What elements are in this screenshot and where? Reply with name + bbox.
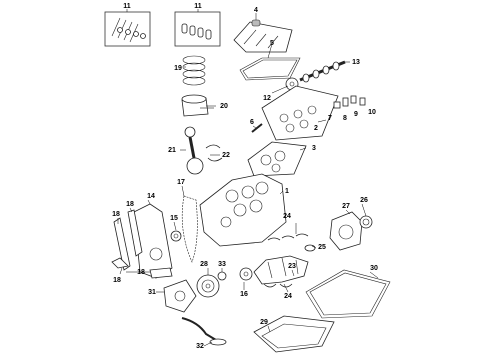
- thrust-washers: [304, 244, 316, 252]
- engine-block: [199, 173, 287, 247]
- callout-16: 16: [240, 291, 248, 298]
- callout-18d: 18: [137, 269, 145, 276]
- crankshaft: [253, 255, 309, 285]
- valve-kit-box-left: [104, 11, 151, 47]
- rod-bearings: [205, 144, 223, 162]
- callout-7: 7: [328, 115, 332, 122]
- valve-cover: [233, 19, 293, 53]
- callout-29: 29: [260, 319, 268, 326]
- callout-17: 17: [177, 179, 185, 186]
- head-gasket: [247, 141, 307, 177]
- callout-20: 20: [220, 103, 228, 110]
- callout-19: 19: [174, 65, 182, 72]
- main-bearings-lower: [263, 283, 293, 288]
- callout-15: 15: [170, 215, 178, 222]
- callout-23: 23: [288, 263, 296, 270]
- callout-24a: 24: [283, 213, 291, 220]
- cylinder-head: [261, 85, 339, 141]
- tensioner-arm: [149, 267, 173, 279]
- rear-seal-retainer: [329, 211, 363, 251]
- callout-8: 8: [343, 115, 347, 122]
- leader-lines: [117, 9, 379, 347]
- callout-18c: 18: [113, 277, 121, 284]
- rear-main-seal: [359, 215, 373, 229]
- callout-24b: 24: [284, 293, 292, 300]
- camshaft: [299, 60, 346, 83]
- callout-2: 2: [314, 125, 318, 132]
- oil-pump: [163, 279, 197, 313]
- callout-4: 4: [254, 7, 258, 14]
- valve-cover-gasket: [239, 57, 301, 81]
- piston-rings: [182, 55, 206, 86]
- connecting-rod: [184, 126, 204, 175]
- callout-32: 32: [196, 343, 204, 350]
- callout-1: 1: [285, 188, 289, 195]
- front-seal: [170, 230, 182, 242]
- callout-28: 28: [200, 261, 208, 268]
- oil-pan-gasket: [305, 269, 391, 319]
- washer: [217, 271, 227, 281]
- callout-5: 5: [270, 40, 274, 47]
- callout-22: 22: [222, 152, 230, 159]
- callout-labels: 11 11 4 5 13 19 12 20 6 7 8 9 10 2 3 21 …: [112, 3, 378, 350]
- head-small-parts: [333, 95, 366, 109]
- valve-kit-box-right: [174, 11, 221, 47]
- callout-9: 9: [354, 111, 358, 118]
- callout-3: 3: [312, 145, 316, 152]
- timing-chain: [181, 195, 198, 263]
- main-bearings-upper: [267, 233, 309, 241]
- callout-18b: 18: [112, 211, 120, 218]
- piston: [181, 94, 214, 117]
- crank-sprocket: [239, 267, 253, 281]
- callout-14: 14: [147, 193, 155, 200]
- callout-10: 10: [368, 109, 376, 116]
- crank-damper: [196, 274, 220, 298]
- oil-pan: [253, 315, 335, 353]
- callout-21: 21: [168, 147, 176, 154]
- callout-18a: 18: [126, 201, 134, 208]
- callout-12: 12: [263, 95, 271, 102]
- callout-33: 33: [218, 261, 226, 268]
- callout-31: 31: [148, 289, 156, 296]
- chain-guides: [113, 209, 143, 271]
- chain-tensioner: [111, 257, 129, 269]
- callout-25: 25: [318, 244, 326, 251]
- callout-30: 30: [370, 265, 378, 272]
- callout-26: 26: [360, 197, 368, 204]
- head-bolt: [251, 123, 263, 133]
- oil-pickup-tube: [181, 317, 227, 346]
- callout-13: 13: [352, 59, 360, 66]
- callout-11b: 11: [194, 3, 202, 10]
- callout-27: 27: [342, 203, 350, 210]
- callout-6: 6: [250, 119, 254, 126]
- callout-11a: 11: [123, 3, 131, 10]
